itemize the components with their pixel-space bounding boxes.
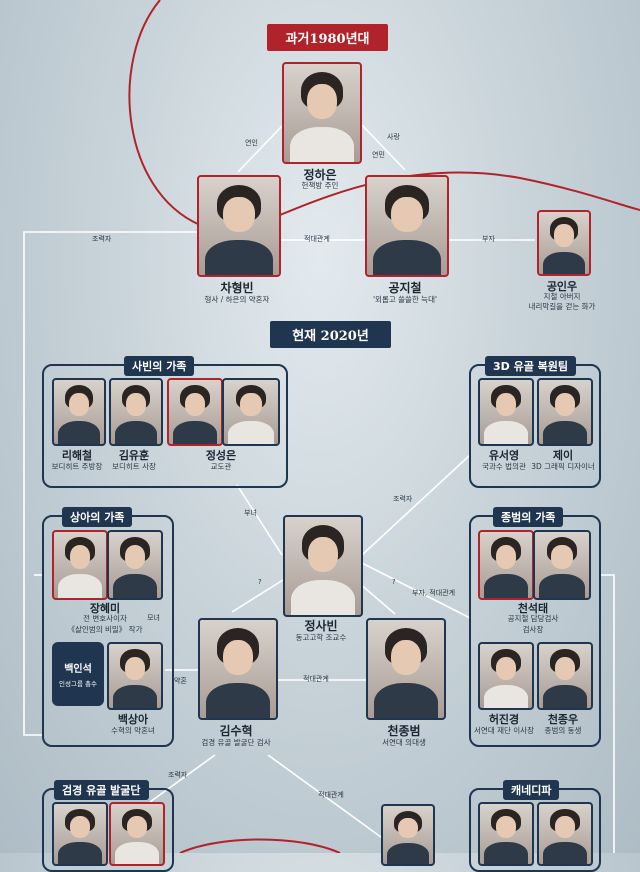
group-sanga-family-label: 상아의 가족 — [62, 507, 133, 527]
portrait-yu-seoyoung — [478, 378, 534, 446]
portrait-jang-hyemi-present — [107, 530, 163, 600]
role-baek-sanga: 수혁의 약혼녀 — [111, 726, 155, 735]
role-jung-sabin: 동고고학 조교수 — [295, 633, 347, 642]
role-jang-hyemi-2: 《살인범의 비밀》 작가 — [67, 625, 143, 634]
section-present-header: 현재 2020년 — [270, 321, 391, 348]
name-jang-hyemi: 장혜미 — [89, 602, 121, 615]
portrait-lee-haecheol — [52, 378, 106, 446]
portrait-canada-2 — [537, 802, 593, 866]
name-cheon-seoktae: 천석태 — [517, 602, 549, 615]
label-helper-2: 조력자 — [393, 495, 413, 503]
label-hostile-3: 적대관계 — [318, 791, 344, 799]
name-cheon-jongwoo: 천종우 — [547, 713, 579, 726]
group-restore-team-label: 3D 유골 복원팀 — [485, 356, 577, 376]
name-lee-haecheol: 리해철 — [61, 449, 93, 462]
label-hostile-1: 적대관계 — [304, 235, 330, 243]
group-canada-label: 캐네디파 — [503, 780, 560, 800]
name-yu-seoyoung: 유서영 — [488, 449, 520, 462]
role-heo-jinkyung: 서연대 재단 이사장 — [474, 726, 534, 735]
role-jung-haeun: 헌책방 주인 — [301, 181, 339, 190]
label-question-1: ? — [258, 578, 262, 586]
label-helper-1: 조력자 — [92, 235, 112, 243]
portrait-excavation-2 — [109, 802, 165, 866]
group-excavation-team-label: 검경 유골 발굴단 — [54, 780, 149, 800]
relation-lines — [128, 0, 640, 853]
role-kim-suhyeok: 검경 유골 발굴단 검사 — [201, 738, 271, 747]
portrait-cheon-seoktae-present — [533, 530, 591, 600]
portrait-cheon-seoktae-past — [478, 530, 534, 600]
name-jung-haeun: 정하은 — [303, 168, 337, 182]
portrait-excavation-1 — [52, 802, 108, 866]
role-yu-seoyoung: 국과수 법의관 — [482, 462, 526, 471]
role-cha-hyungbin: 형사 / 하은의 약혼자 — [204, 295, 270, 304]
portrait-bottom-center — [381, 804, 435, 866]
name-cha-hyungbin: 차형빈 — [220, 281, 254, 295]
role-jay: 3D 그래픽 디자이너 — [531, 462, 595, 471]
label-hostile-2: 적대관계 — [303, 675, 329, 683]
name-jung-seongeun: 정성은 — [205, 449, 237, 462]
role-gong-inwoo-1: 지철 아버지 — [543, 292, 581, 301]
name-cheon-jongbeom: 천종범 — [387, 724, 421, 738]
name-jay: 제이 — [552, 449, 574, 462]
portrait-jang-hyemi-past — [52, 530, 108, 600]
name-kim-suhyeok: 김수혁 — [219, 724, 253, 738]
role-cheon-seoktae-2: 검사장 — [522, 625, 544, 634]
role-gong-inwoo-2: 내리막길을 걷는 화가 — [528, 302, 596, 311]
portrait-jay — [537, 378, 593, 446]
role-gong-jicheol: '외롭고 쓸쓸한 늑대' — [372, 295, 438, 304]
role-cheon-jongbeom: 서연대 의대생 — [382, 738, 426, 747]
section-past-header: 과거1980년대 — [267, 24, 388, 51]
label-love: 사랑 — [387, 133, 400, 141]
label-question-2: ? — [392, 578, 396, 586]
name-gong-inwoo: 공인우 — [546, 280, 578, 293]
portrait-gong-jicheol — [365, 175, 449, 277]
portrait-jung-seongeun-past — [167, 378, 223, 446]
portrait-canada-1 — [478, 802, 534, 866]
name-gong-jicheol: 공지철 — [388, 281, 422, 295]
name-baek-inseok: 백인석 — [64, 664, 92, 675]
portrait-cheon-jongbeom — [366, 618, 446, 720]
portrait-jung-haeun — [282, 62, 362, 164]
name-heo-jinkyung: 허진경 — [488, 713, 520, 726]
label-father-son: 부자 — [482, 235, 495, 243]
name-jung-sabin: 정사빈 — [304, 619, 338, 633]
label-pity: 연민 — [372, 151, 385, 159]
portrait-gong-inwoo — [537, 210, 591, 276]
portrait-jung-seongeun-present — [222, 378, 280, 446]
role-lee-haecheol: 보디히트 주방장 — [51, 462, 103, 471]
group-jongbeom-family-label: 종범의 가족 — [493, 507, 564, 527]
label-helper-3: 조력자 — [168, 771, 188, 779]
label-mother-daughter: 모녀 — [147, 614, 160, 622]
portrait-cheon-jongwoo — [537, 642, 593, 710]
role-cheon-jongwoo: 종범의 동생 — [544, 726, 582, 735]
portrait-baek-sanga — [107, 642, 163, 710]
baek-inseok-box: 백인석 인성그룹 총수 — [52, 642, 104, 706]
portrait-kim-suhyeok — [198, 618, 278, 720]
role-jung-seongeun: 교도관 — [210, 462, 232, 471]
portrait-cha-hyungbin — [197, 175, 281, 277]
portrait-kim-yuhoon — [109, 378, 163, 446]
portrait-heo-jinkyung — [478, 642, 534, 710]
label-engaged: 약혼 — [174, 677, 187, 685]
group-sabin-family-label: 사빈의 가족 — [124, 356, 195, 376]
role-kim-yuhoon: 보디히트 사장 — [112, 462, 156, 471]
name-baek-sanga: 백상아 — [117, 713, 149, 726]
role-jang-hyemi-1: 전 변호사이자 — [83, 614, 127, 623]
label-father-son-hostile: 부자, 적대관계 — [412, 589, 456, 597]
portrait-jung-sabin — [283, 515, 363, 617]
role-cheon-seoktae-1: 공지철 담당검사 — [507, 614, 559, 623]
name-kim-yuhoon: 김유훈 — [118, 449, 150, 462]
label-lovers: 연인 — [245, 139, 258, 147]
role-baek-inseok: 인성그룹 총수 — [59, 680, 97, 688]
label-father-daughter: 부녀 — [244, 509, 257, 517]
